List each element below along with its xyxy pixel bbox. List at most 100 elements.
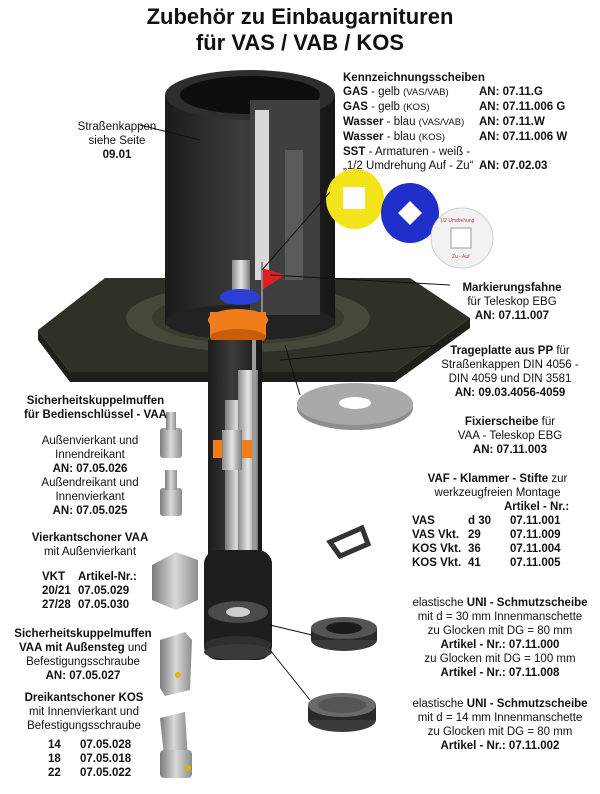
fixierscheibe-line2: VAA - Teleskop EBG <box>457 430 563 442</box>
vaf-heading-rest: zur <box>548 473 568 485</box>
sst-line2: „1/2 Umdrehung Auf - Zu“ <box>343 160 474 172</box>
kuppelmuffe-027 <box>160 632 192 696</box>
strassenkappen-line2: siehe Seite <box>88 135 146 147</box>
vierkantschoner-table: VKT Artikel-Nr.: 20/21 07.05.029 27/28 0… <box>42 570 158 612</box>
uni1-line6: Artikel - Nr.: 07.11.008 <box>440 667 560 679</box>
fixierscheibe-heading: Fixierscheibe <box>464 416 539 428</box>
sicherheit1-a-line2: Innendreikant <box>55 449 125 461</box>
sst-an: AN: 07.02.03 <box>479 160 548 172</box>
vierkantschoner-col1: VKT <box>42 571 65 583</box>
sicherheit2-heading2: VAA mit Außensteg <box>18 642 125 654</box>
vaf-heading-block: VAF - Klammer - Stifte zur werkzeugfreie… <box>405 472 590 500</box>
sicherheit1-a: Außenvierkant und Innendreikant AN: 07.0… <box>20 434 160 476</box>
table-row-nr: 07.11.001 <box>510 515 561 527</box>
vaf-clamp <box>326 524 372 560</box>
table-row-nr: 07.05.018 <box>80 753 132 765</box>
vaf-line2: werkzeugfreien Montage <box>434 487 561 499</box>
table-row-nr: 07.05.030 <box>78 599 130 611</box>
sst-row: SST - Armaturen - weiß - <box>343 146 471 158</box>
table-row-vkt: 20/21 <box>42 585 71 597</box>
table-row-type: KOS Vkt. <box>412 543 462 555</box>
kuppelmuffe-025 <box>160 470 182 516</box>
kennzeichnung-heading: Kennzeichnungsscheiben <box>343 72 485 84</box>
sicherheit1-b: Außendreikant und Innenvierkant AN: 07.0… <box>20 476 160 518</box>
strassenkappen-note: Straßenkappen siehe Seite 09.01 <box>72 120 162 162</box>
kuppelmuffe-026 <box>160 412 182 458</box>
markierungsfahne-an: AN: 07.11.007 <box>474 310 550 322</box>
dreikantschoner-line2: mit Innenvierkant und <box>29 706 139 718</box>
sicherheit2-an: AN: 07.05.027 <box>45 670 121 682</box>
table-row: Wasser - blau (KOS) <box>343 131 446 143</box>
vaf-heading: VAF - Klammer - Stifte <box>427 473 549 485</box>
markierungsfahne-line2: für Teleskop EBG <box>467 296 557 308</box>
table-row-an: AN: 07.11.W <box>479 116 545 128</box>
vierkantschoner-heading: Vierkantschoner VAA mit Außenvierkant <box>20 531 160 559</box>
table-row-nr: 07.05.022 <box>80 767 132 779</box>
sicherheit1-b-line2: Innenvierkant <box>55 491 125 503</box>
sicherheit1-heading1: Sicherheitskuppelmuffen <box>26 395 165 407</box>
table-row: GAS - gelb (KOS) <box>343 101 430 113</box>
markierungsfahne: Markierungsfahne für Teleskop EBG AN: 07… <box>442 281 582 323</box>
trageplatte: Trageplatte aus PP für Straßenkappen DIN… <box>430 344 590 400</box>
uni2-pre: elastische <box>412 698 467 710</box>
uni1-bold: UNI - Schmutzscheibe <box>466 597 588 609</box>
leader-lines <box>139 124 451 701</box>
page-title: Zubehör zu Einbaugarnituren <box>146 4 454 29</box>
table-row-an: AN: 07.11.006 W <box>479 131 568 143</box>
fixierscheibe: Fixierscheibe für VAA - Teleskop EBG AN:… <box>440 415 580 457</box>
table-row-nr: 07.11.004 <box>510 543 561 555</box>
telescope-tube <box>208 340 262 590</box>
sicherheit2-heading1: Sicherheitskuppelmuffen <box>14 628 152 640</box>
strassenkappen-line1: Straßenkappen <box>77 121 157 133</box>
dreikantschoner-line3: Befestigungsschraube <box>27 720 141 732</box>
kennzeichnung-block: Kennzeichnungsscheiben GAS - gelb (VAS/V… <box>343 71 589 173</box>
uni-schmutzscheibe-14 <box>308 693 376 732</box>
fixierscheibe-heading-rest: für <box>538 416 556 428</box>
uni-schmutzscheibe-30 <box>311 617 377 651</box>
table-row-nr: 07.11.005 <box>510 557 561 569</box>
uni2: elastische UNI - Schmutzscheibe mit d = … <box>405 697 595 753</box>
sicherheit1-a-line1: Außenvierkant und <box>41 435 139 447</box>
fixierscheibe-disc <box>297 383 413 430</box>
uni1-line4: Artikel - Nr.: 07.11.000 <box>440 639 560 651</box>
table-row-type: KOS Vkt. <box>412 557 462 569</box>
sicherheit1-heading2: für Bedienschlüssel - VAA <box>24 409 167 421</box>
disc-text-bottom: Zu - Auf <box>452 254 470 260</box>
trageplatte-line3: DIN 4059 und DIN 3581 <box>448 373 572 385</box>
table-row-size: 36 <box>468 543 481 555</box>
dreikantschoner-table: 14 07.05.028 18 07.05.018 22 07.05.022 <box>48 738 160 780</box>
dreikantschoner-title: Dreikantschoner KOS <box>24 692 144 704</box>
uni2-line4: Artikel - Nr.: 07.11.002 <box>440 740 560 752</box>
uni1-line2: mit d = 30 mm Innenmanschette <box>417 611 583 623</box>
trageplatte-an: AN: 09.03.4056-4059 <box>454 387 566 399</box>
trageplatte-heading: Trageplatte aus PP <box>450 345 554 357</box>
table-row-size: 29 <box>468 529 481 541</box>
table-row: GAS - gelb (VAS/VAB) <box>343 86 449 98</box>
table-row-size: 18 <box>48 753 61 765</box>
vierkantschoner-title: Vierkantschoner VAA <box>31 532 149 544</box>
sicherheit2-heading2-rest: und <box>124 642 148 654</box>
strassenkappen-page: 09.01 <box>102 149 132 161</box>
table-row-an: AN: 07.11.G <box>479 86 543 98</box>
table-row-nr: 07.05.028 <box>80 739 132 751</box>
uni2-line2: mit d = 14 mm Innenmanschette <box>417 712 583 724</box>
trageplatte-heading-rest: für <box>553 345 570 357</box>
markierungsfahne-heading: Markierungsfahne <box>462 282 562 294</box>
sicherheit1-b-line1: Außendreikant und <box>41 477 139 489</box>
table-row-size: 22 <box>48 767 61 779</box>
vierkantschoner-col2: Artikel-Nr.: <box>78 571 137 583</box>
table-row: Wasser - blau (VAS/VAB) <box>343 116 465 128</box>
dreikantschoner: Dreikantschoner KOS mit Innenvierkant un… <box>14 691 154 733</box>
sicherheit2-line3: Befestigungsschraube <box>26 656 140 668</box>
vierkantschoner-line2: mit Außenvierkant <box>43 546 137 558</box>
fixierscheibe-an: AN: 07.11.003 <box>472 444 548 456</box>
table-row-vkt: 27/28 <box>42 599 71 611</box>
uni2-line3: zu Glocken mit DG = 80 mm <box>427 726 573 738</box>
sicherheit1-heading: Sicherheitskuppelmuffen für Bedienschlüs… <box>8 394 183 422</box>
dreikantschoner-part <box>160 712 192 778</box>
vaf-col-header: Artikel - Nr.: <box>504 501 570 513</box>
table-row-size: d 30 <box>468 515 492 527</box>
disc-text-top: 1/2 Umdrehung <box>440 218 475 224</box>
uni1-line3: zu Glocken mit DG = 80 mm <box>427 625 573 637</box>
kennzeichnung-table: GAS - gelb (VAS/VAB) AN: 07.11.G GAS - g… <box>343 85 589 173</box>
